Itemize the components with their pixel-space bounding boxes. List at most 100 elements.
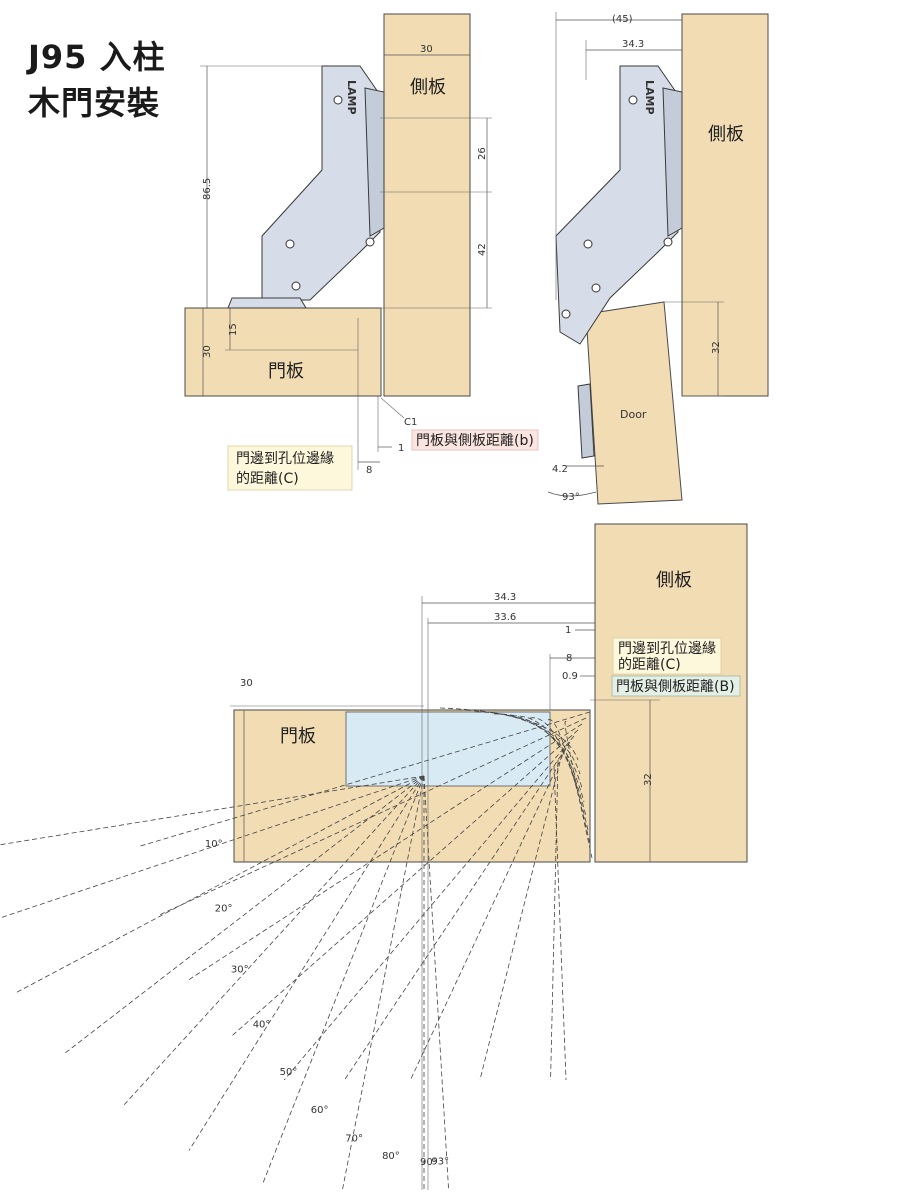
sweep-line [188, 775, 425, 1151]
distance-b-box-lower [411, 429, 539, 451]
sweep-arc [529, 717, 589, 831]
door-open-tr [585, 301, 683, 505]
distance-c-bottom-line2: 的距離(C) [618, 656, 681, 673]
sweep-arc [564, 720, 593, 859]
sweep-line [121, 775, 425, 1108]
top-right-view: LAMP 側板 Door (45) 34.3 32 4.2 93° [547, 12, 769, 505]
dim-lower: 42 [477, 243, 488, 256]
dim-panel-depth: 32 [643, 773, 654, 786]
angle-label: 20° [215, 904, 233, 915]
screw-icon [591, 283, 601, 293]
distance-b-label-upper: 門板與側板距離(B) [616, 678, 735, 695]
sweep-line [0, 775, 425, 919]
angle-labels: 10° 20° 30° 40° 50° 60° 70° 80° 90°93° [205, 839, 449, 1168]
sweep-arc [493, 713, 585, 803]
side-panel-tr [681, 13, 769, 397]
sweep-arc [547, 719, 591, 845]
sweep-arc [475, 711, 583, 789]
angle-label: 50° [280, 1067, 298, 1078]
sweep-line [138, 711, 591, 847]
door-panel-tl [184, 307, 382, 397]
c1-label: C1 [404, 417, 417, 428]
dim-clearance: 4.2 [552, 464, 568, 475]
angle-label: 93° [431, 1156, 449, 1167]
top-left-view: LAMP 側板 門板 30 86.5 26 42 30 15 1 8 C1 門邊… [184, 13, 539, 491]
sweep-line [479, 753, 563, 1081]
brand-logo: LAMP [345, 80, 358, 115]
title-line-1: J95 入柱 [28, 38, 166, 76]
door-panel-label-bottom: 門板 [280, 726, 316, 747]
dim-height: 86.5 [202, 178, 213, 200]
dim-offset: 34.3 [622, 39, 644, 50]
sweep-line [157, 717, 587, 917]
sweep-line [63, 775, 425, 1055]
brand-logo: LAMP [643, 80, 656, 115]
hinge-plate-tr [662, 87, 683, 237]
distance-b-box-upper [611, 675, 741, 697]
hinge-plate-tl [364, 87, 385, 237]
distance-c-box [227, 445, 353, 491]
screw-icon [285, 239, 295, 249]
sweep-line [553, 765, 567, 1081]
distance-c-box-bottom [612, 637, 722, 675]
dim-b2: 33.6 [494, 612, 516, 623]
dim-door-thick: 30 [202, 345, 213, 358]
sweep-line [423, 775, 449, 1191]
dim-door-drop: 32 [711, 341, 722, 354]
title-line-2: 木門安裝 [28, 84, 161, 122]
open-angle: 93° [562, 492, 580, 503]
sweep-line [550, 759, 559, 1081]
sweep-line [344, 741, 571, 1081]
sweep-line [262, 775, 425, 1183]
sweep-line [410, 747, 567, 1081]
hinge-arm-tl [261, 65, 381, 301]
angle-label: 60° [311, 1105, 329, 1116]
sweep-arc [511, 715, 587, 817]
hinge-cup-tr [577, 383, 595, 459]
angle-label: 70° [345, 1134, 363, 1145]
sweep-line [0, 775, 425, 846]
door-label: Door [620, 408, 647, 421]
angle-label: 80° [382, 1151, 400, 1162]
distance-b-label-lower: 門板與側板距離(b) [416, 432, 534, 449]
dim-upper: 26 [477, 147, 488, 160]
sweep-line [341, 775, 425, 1191]
dim-overall: (45) [612, 14, 633, 25]
dim-door-thick-bottom: 30 [240, 678, 253, 689]
dim-b3: 1 [565, 625, 571, 636]
sweep-line [16, 775, 425, 993]
hinge-cup-flange-tl [227, 297, 307, 309]
side-panel-label-tr: 側板 [708, 124, 744, 145]
sweep-line [283, 735, 575, 1081]
screw-icon [291, 281, 301, 291]
dim-panel-width: 30 [420, 44, 433, 55]
screw-icon [333, 95, 343, 105]
screw-icon [628, 95, 638, 105]
angle-label: 90° [420, 1157, 438, 1168]
angle-label: 40° [253, 1019, 271, 1030]
hinge-arm-tr [555, 65, 679, 345]
distance-c-line1: 門邊到孔位邊緣 [236, 451, 334, 467]
bottom-view: 側板 門板 10° 20° 30° 40° 50° 60° 70° 80° 90°93° 34.… [0, 523, 748, 1191]
sweep-line [231, 729, 579, 1037]
distance-c-line2: 的距離(C) [236, 470, 299, 487]
distance-c-bottom-line1: 門邊到孔位邊緣 [618, 641, 716, 657]
side-panel-label-bottom: 側板 [656, 570, 692, 591]
side-panel-tl [383, 13, 471, 397]
door-panel-label-tl: 門板 [268, 361, 304, 382]
screw-icon [583, 239, 593, 249]
sweep-lines [0, 707, 593, 1191]
sweep-line [188, 723, 583, 980]
dim-b1: 34.3 [494, 592, 516, 603]
dim-b4: 8 [566, 653, 572, 664]
dim-b5: 0.9 [562, 671, 578, 682]
sweep-arc [439, 707, 579, 761]
screw-icon [365, 237, 375, 247]
angle-label: 30° [231, 964, 249, 975]
side-panel-label-tl: 側板 [410, 77, 446, 98]
dim-edge: 8 [366, 465, 372, 476]
screw-icon [663, 237, 673, 247]
angle-label: 10° [205, 839, 223, 850]
dim-gap: 1 [398, 443, 404, 454]
